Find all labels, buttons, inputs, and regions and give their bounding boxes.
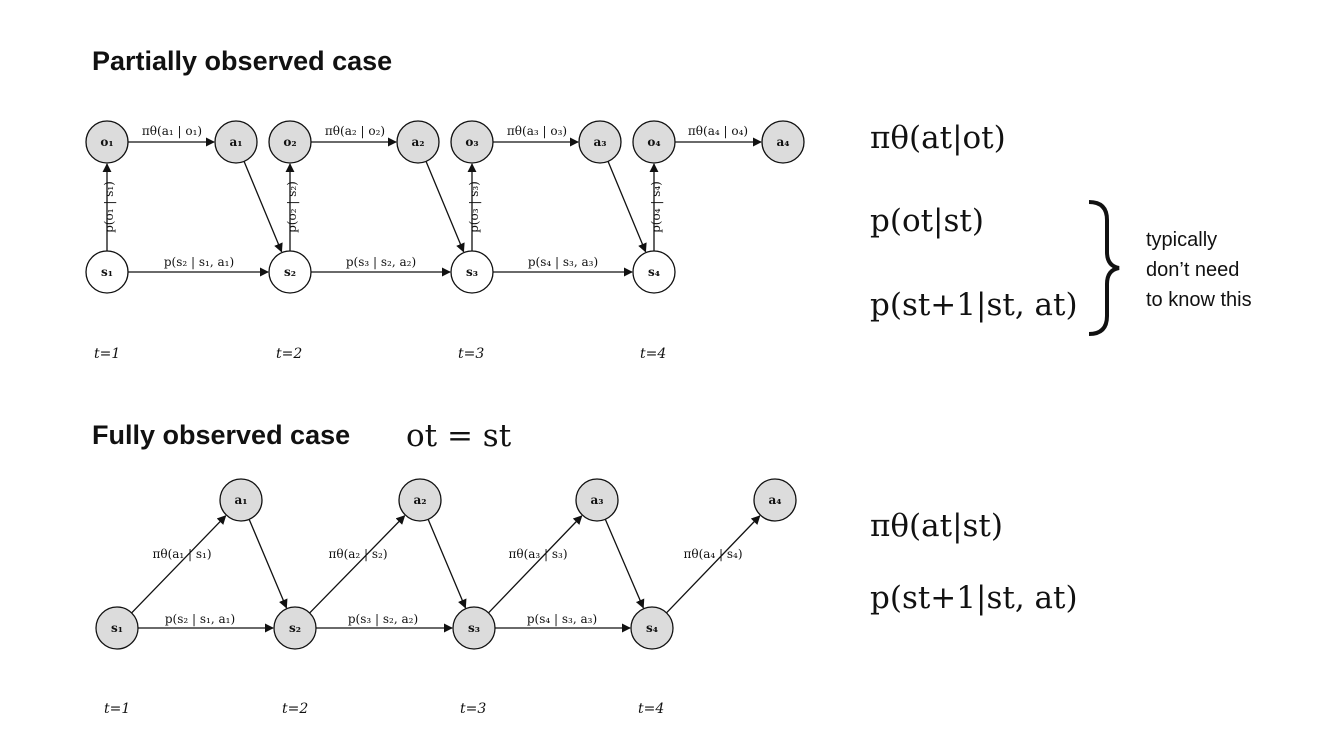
full-diagram: πθ(a₁ | s₁) πθ(a₂ | s₂) πθ(a₃ | s₃) πθ(a₄ |…: [95, 478, 797, 717]
edge-a2-s3: [425, 161, 465, 253]
time-label: t=3: [458, 346, 484, 362]
node-label: a₁: [234, 493, 247, 507]
edge-label: πθ(a₁ | s₁): [152, 547, 211, 561]
node-a2: [396, 120, 440, 164]
edge-label: p(s₄ | s₃, a₃): [528, 255, 598, 269]
edge-a2-s3: [427, 519, 467, 609]
time-label: t=4: [640, 346, 666, 362]
full-eq-dynamics: p(st+1|st, at): [870, 580, 1078, 616]
edge-label: p(o₁ | s₁): [102, 181, 116, 233]
edge-a1-s2: [243, 161, 283, 253]
node-s4: [630, 606, 674, 650]
edge-label: πθ(a₂ | o₂): [325, 124, 385, 138]
node-o1: [85, 120, 129, 164]
edge-label: p(s₃ | s₂, a₂): [348, 612, 418, 626]
edge-label: πθ(a₃ | s₃): [508, 547, 567, 561]
node-label: a₂: [413, 493, 426, 507]
edge-a1-s2: [248, 519, 288, 609]
node-a2: [398, 478, 442, 522]
edge-a3-s4: [604, 519, 645, 609]
node-label: s₁: [101, 265, 113, 279]
node-label: a₃: [593, 135, 606, 149]
edge-s3-a3: [488, 515, 583, 614]
time-label: t=1: [94, 346, 120, 362]
edge-label: πθ(a₁ | o₁): [142, 124, 202, 138]
node-layer: a₁ a₂ a₃ a₄ s₁ s₂ s₃ s₄: [95, 478, 797, 650]
node-label: a₄: [768, 493, 781, 507]
curly-brace: [1088, 200, 1120, 336]
edge-label: p(o₃ | s₃): [467, 181, 481, 233]
node-label: o₂: [283, 135, 296, 149]
partial-eq-observation: p(ot|st): [870, 203, 984, 239]
time-label: t=4: [638, 701, 664, 717]
node-label: a₃: [590, 493, 603, 507]
node-label: s₂: [289, 621, 301, 635]
time-label: t=1: [104, 701, 130, 717]
note-line: typically: [1146, 229, 1218, 251]
edge-label: p(s₂ | s₁, a₁): [165, 612, 235, 626]
node-label: s₄: [646, 621, 658, 635]
node-a1: [219, 478, 263, 522]
edge-label: πθ(a₃ | o₃): [507, 124, 567, 138]
node-label: s₁: [111, 621, 123, 635]
partial-diagram: πθ(a₁ | o₁) πθ(a₂ | o₂) πθ(a₃ | o₃) πθ(a₄ |…: [85, 120, 805, 362]
edge-layer: πθ(a₁ | s₁) πθ(a₂ | s₂) πθ(a₃ | s₃) πθ(a₄ |…: [131, 515, 761, 633]
partial-heading: Partially observed case: [92, 46, 393, 76]
node-label: s₂: [284, 265, 296, 279]
node-label: a₁: [229, 135, 242, 149]
edge-label: p(s₃ | s₂, a₂): [346, 255, 416, 269]
edge-s2-a2: [309, 515, 406, 614]
node-s1: [95, 606, 139, 650]
node-a3: [578, 120, 622, 164]
node-s1: [85, 250, 129, 294]
node-label: s₄: [648, 265, 660, 279]
edge-label: p(o₂ | s₂): [285, 181, 299, 233]
node-label: s₃: [466, 265, 478, 279]
node-a4: [761, 120, 805, 164]
node-label: o₁: [100, 135, 113, 149]
edge-label: πθ(a₂ | s₂): [328, 547, 387, 561]
edge-a3-s4: [607, 161, 647, 253]
node-s4: [632, 250, 676, 294]
full-heading: Fully observed case: [92, 420, 351, 450]
full-heading-equation: ot = st: [406, 418, 512, 454]
edge-label: p(s₂ | s₁, a₁): [164, 255, 234, 269]
node-s3: [450, 250, 494, 294]
note-line: don’t need: [1146, 259, 1240, 281]
knowledge-note: typically don’t need to know this: [1146, 225, 1252, 315]
edge-label: πθ(a₄ | o₄): [688, 124, 748, 138]
node-label: a₄: [776, 135, 789, 149]
time-label: t=3: [460, 701, 486, 717]
node-s2: [273, 606, 317, 650]
edge-layer: πθ(a₁ | o₁) πθ(a₂ | o₂) πθ(a₃ | o₃) πθ(a₄ |…: [102, 124, 762, 277]
edge-label: p(o₄ | s₄): [649, 181, 663, 233]
node-a1: [214, 120, 258, 164]
node-label: s₃: [468, 621, 480, 635]
node-a3: [575, 478, 619, 522]
note-line: to know this: [1146, 289, 1252, 311]
full-eq-policy: πθ(at|st): [870, 508, 1003, 544]
time-label: t=2: [282, 701, 308, 717]
node-o4: [632, 120, 676, 164]
node-s2: [268, 250, 312, 294]
node-label: o₃: [465, 135, 478, 149]
edge-s1-a1: [131, 515, 227, 614]
edge-s4-a4: [666, 515, 761, 614]
time-label: t=2: [276, 346, 302, 362]
node-layer: o₁ a₁ o₂ a₂ o₃ a₃ o₄ a₄ s₁ s₂ s₃ s₄: [85, 120, 805, 294]
partial-eq-dynamics: p(st+1|st, at): [870, 287, 1078, 323]
node-s3: [452, 606, 496, 650]
node-a4: [753, 478, 797, 522]
partial-eq-policy: πθ(at|ot): [870, 120, 1006, 156]
node-label: a₂: [411, 135, 424, 149]
node-o3: [450, 120, 494, 164]
node-label: o₄: [647, 135, 660, 149]
node-o2: [268, 120, 312, 164]
edge-label: p(s₄ | s₃, a₃): [527, 612, 597, 626]
edge-label: πθ(a₄ | s₄): [683, 547, 742, 561]
